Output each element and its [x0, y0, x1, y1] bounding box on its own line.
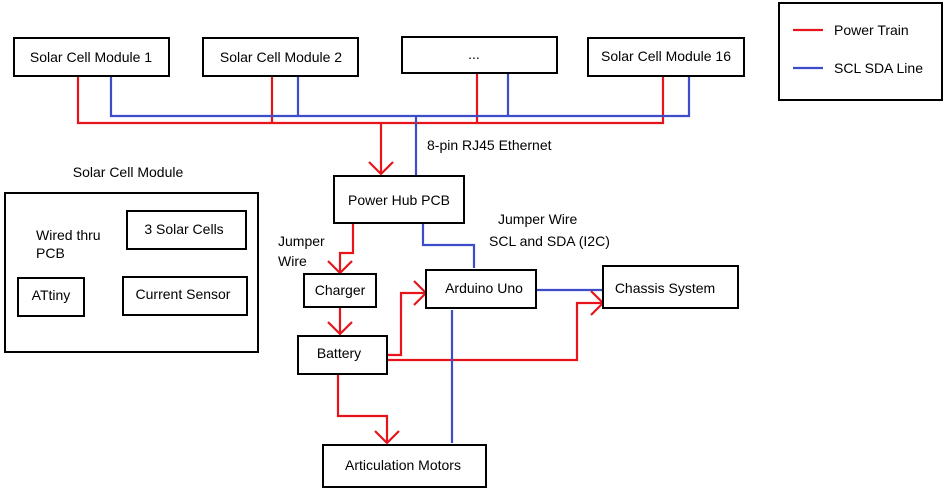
detail-title-label: Solar Cell Module — [73, 164, 184, 180]
label-jumper-left-line-1: Jumper — [278, 233, 325, 249]
node-solar-cell-module-16-label: Solar Cell Module 16 — [601, 48, 731, 64]
signal-line-hub-to-arduino — [421, 224, 476, 268]
node-chassis-system-label: Chassis System — [615, 280, 715, 296]
legend: Power Train SCL SDA Line — [778, 2, 943, 101]
node-solar-cell-module-ellipsis: ... — [401, 36, 558, 74]
detail-wired-note: Wired thru PCB — [36, 227, 101, 261]
node-charger-label: Charger — [315, 282, 366, 298]
node-solar-cell-module-1: Solar Cell Module 1 — [13, 37, 170, 77]
power-lines — [76, 74, 665, 443]
power-line-battery-to-chassis — [388, 301, 603, 362]
label-jumper-left-line-2: Wire — [278, 253, 307, 269]
power-line-battery-to-motors — [336, 375, 389, 443]
node-current-sensor: Current Sensor — [122, 276, 248, 316]
legend-signal-label: SCL SDA Line — [834, 60, 923, 76]
legend-power-label: Power Train — [834, 22, 909, 38]
node-battery-label: Battery — [317, 345, 361, 361]
detail-wired-line-2: PCB — [36, 245, 65, 261]
node-arduino-uno-label: Arduino Uno — [445, 280, 523, 296]
node-articulation-motors-label: Articulation Motors — [345, 457, 461, 473]
node-current-sensor-label: Current Sensor — [136, 286, 231, 302]
label-ethernet: 8-pin RJ45 Ethernet — [427, 137, 552, 153]
node-power-hub-pcb: Power Hub PCB — [333, 175, 465, 224]
arrowhead-battery — [327, 321, 353, 336]
label-jumper-right-line-2: SCL and SDA (I2C) — [489, 233, 610, 249]
node-chassis-system: Chassis System — [602, 265, 739, 309]
node-solar-cell-module-1-label: Solar Cell Module 1 — [30, 49, 152, 65]
node-attiny: ATtiny — [17, 277, 85, 317]
node-solar-cell-module-ellipsis-label: ... — [468, 46, 480, 62]
arrowhead-motors — [374, 430, 400, 445]
node-power-hub-pcb-label: Power Hub PCB — [348, 192, 450, 208]
node-solar-cell-module-2-label: Solar Cell Module 2 — [220, 49, 342, 65]
detail-wired-line-1: Wired thru — [36, 227, 101, 243]
connection-labels: 8-pin RJ45 Ethernet Jumper Wire Jumper W… — [278, 137, 610, 269]
node-charger: Charger — [303, 273, 377, 308]
detail-title: Solar Cell Module — [73, 164, 184, 180]
node-articulation-motors: Articulation Motors — [322, 444, 487, 488]
node-3-solar-cells: 3 Solar Cells — [126, 210, 247, 250]
node-solar-cell-module-16: Solar Cell Module 16 — [587, 37, 745, 77]
power-line-hub-to-charger — [338, 224, 355, 273]
signal-line-modules-bus — [109, 74, 691, 118]
node-3-solar-cells-label: 3 Solar Cells — [144, 221, 223, 237]
arrowhead-hub — [368, 161, 394, 176]
node-solar-cell-module-2: Solar Cell Module 2 — [202, 37, 359, 77]
node-attiny-label: ATtiny — [32, 287, 71, 303]
power-line-battery-to-arduino — [388, 291, 426, 357]
label-jumper-right-line-1: Jumper Wire — [498, 211, 578, 227]
node-battery: Battery — [297, 335, 388, 375]
node-arduino-uno: Arduino Uno — [425, 269, 537, 309]
